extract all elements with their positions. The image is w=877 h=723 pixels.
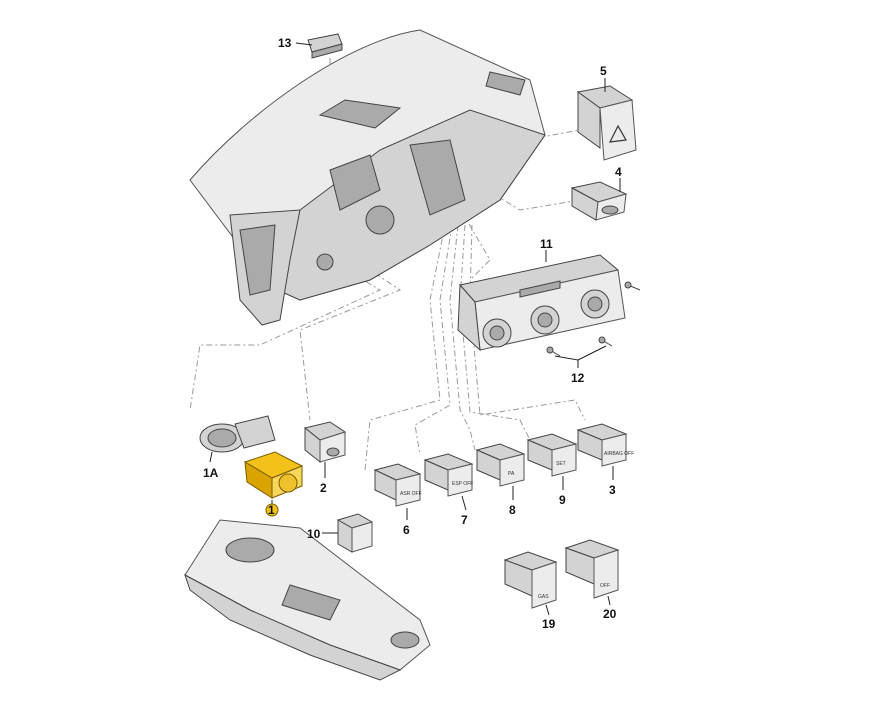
callout-7: 7 [461,513,468,527]
switch-6: ASR OFF [373,463,422,507]
switch-8: PA [475,443,526,487]
part-1-highlighted-switch [243,451,304,499]
part-4-switch [570,181,628,221]
callout-1-dot [265,503,279,517]
part-11-climate-control [457,254,626,352]
switch-3: AIRBAG OFF [576,423,634,467]
callout-19: 19 [542,617,556,631]
callout-9: 9 [559,493,566,507]
dashboard-assembly [189,29,546,326]
center-console [184,519,431,681]
callout-1A: 1A [203,466,219,480]
callout-12: 12 [571,371,585,385]
part-1A-socket [199,415,276,453]
switch-19-label: GAS [538,594,549,600]
callout-10: 10 [307,527,321,541]
switch-9-label: SET [556,461,566,467]
part-10-switch [336,513,374,553]
callout-8: 8 [509,503,516,517]
part-13-clip [307,33,343,59]
hazard-triangle-icon [608,124,627,143]
switch-20: OFF [564,539,620,599]
switch-6-label: ASR OFF [400,491,422,497]
callout-3: 3 [609,483,616,497]
switch-19: GAS [503,551,558,609]
switch-8-label: PA [508,471,515,477]
part-12-screws [546,281,641,357]
callout-2: 2 [320,481,327,495]
switch-9: SET [526,433,578,477]
part-2-connector [303,421,347,464]
part-5-hazard-switch [576,85,637,161]
leader-lines [209,42,621,616]
callout-labels: 13 5 4 11 12 1A 1 2 10 6 7 8 9 3 19 20 [203,36,622,631]
callout-5: 5 [600,64,607,78]
callout-13: 13 [278,36,292,50]
callout-1: 1 [268,503,275,517]
callout-11: 11 [540,237,553,251]
switch-7: ESP OFF [423,453,474,497]
callout-20: 20 [603,607,617,621]
callout-6: 6 [403,523,410,537]
switch-3-label: AIRBAG OFF [604,451,634,457]
switch-20-label: OFF [600,583,610,589]
callout-4: 4 [615,165,622,179]
switch-7-label: ESP OFF [452,481,473,487]
